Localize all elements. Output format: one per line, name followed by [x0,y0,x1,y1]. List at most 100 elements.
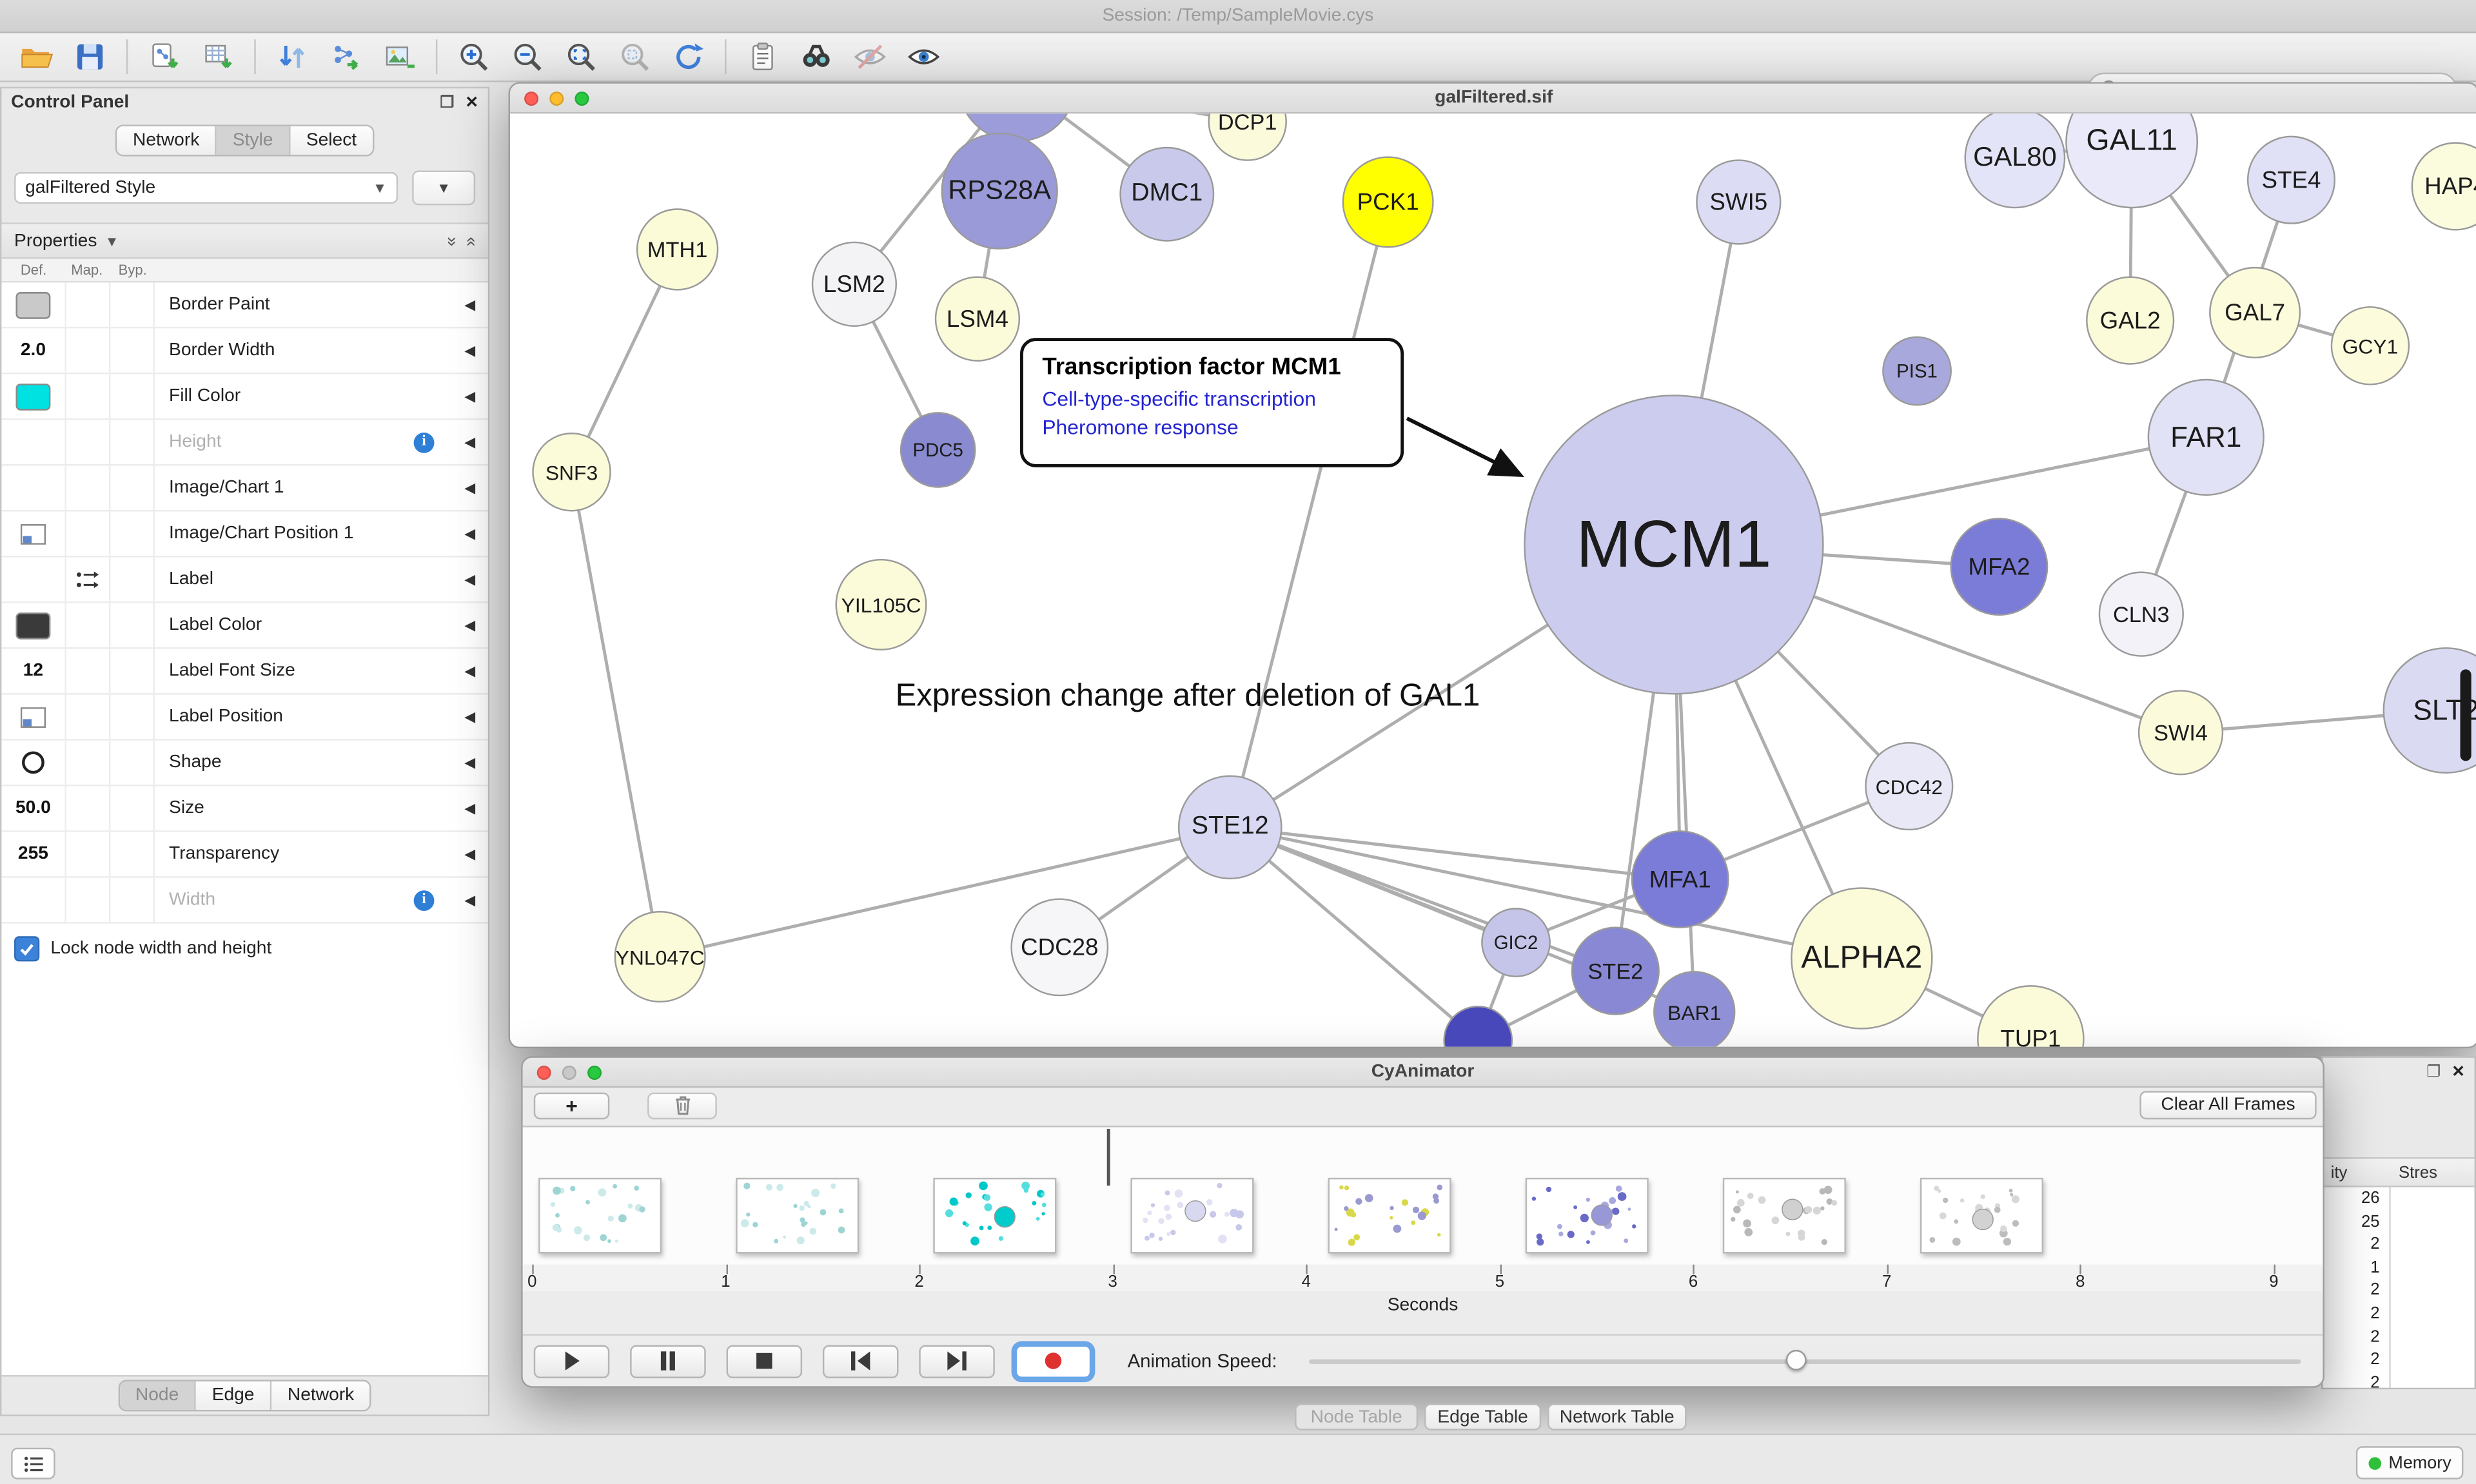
mapping-cell[interactable] [64,741,110,785]
network-canvas[interactable]: RPS28ADMC1DCP1PCK1SWI5GAL80GAL11STE4HAP4… [510,113,2476,1048]
bypass-cell[interactable] [109,511,155,556]
results-table-row[interactable]: 2 [2323,1349,2474,1372]
save-session-icon[interactable] [66,36,113,77]
properties-header[interactable]: Properties ▼ » » [1,222,487,259]
results-table-row[interactable]: 2 [2323,1325,2474,1349]
current-style-dropdown[interactable]: galFiltered Style ▼ [14,172,398,204]
default-value-cell[interactable]: 2.0 [1,328,66,373]
bypass-cell[interactable] [109,695,155,739]
network-node-ste12[interactable]: STE12 [1178,775,1282,879]
position-widget-icon[interactable] [1,511,66,556]
timeline-frame-thumbnail[interactable] [1130,1178,1253,1254]
tab-select[interactable]: Select [290,126,372,155]
bypass-cell[interactable] [109,649,155,694]
vertical-scrollbar-thumb[interactable] [2461,669,2471,761]
network-node-yil105c[interactable]: YIL105C [836,559,927,650]
bypass-cell[interactable] [109,374,155,418]
network-node-mfa1[interactable]: MFA1 [1631,830,1729,928]
results-table-header[interactable]: ity Stres [2323,1159,2474,1187]
network-node-gal2[interactable]: GAL2 [2086,277,2174,365]
expand-row-icon[interactable]: ◀ [464,282,475,327]
position-widget-icon[interactable] [1,695,66,739]
timeline-frame-thumbnail[interactable] [1920,1178,2043,1254]
hide-selected-icon[interactable] [847,36,894,77]
network-node-lsm2[interactable]: LSM2 [812,242,897,327]
import-network-icon[interactable] [141,36,188,77]
close-panel-icon[interactable]: ✕ [2451,1064,2465,1082]
default-value-cell[interactable] [1,557,66,601]
results-table-row[interactable]: 2 [2323,1372,2474,1395]
show-panel-button[interactable] [11,1448,55,1479]
timeline-frames-strip[interactable] [523,1126,2323,1267]
timeline-frame-thumbnail[interactable] [1328,1178,1451,1254]
memory-button[interactable]: Memory [2356,1446,2464,1479]
default-value-cell[interactable] [1,374,66,418]
property-row-height[interactable]: Heighti◀ [1,420,487,465]
expand-row-icon[interactable]: ◀ [464,328,475,373]
timeline-frame-thumbnail[interactable] [933,1178,1056,1254]
expand-row-icon[interactable]: ◀ [464,741,475,785]
style-options-button[interactable]: ▼ [412,170,475,205]
zoom-window-icon[interactable] [575,92,589,106]
results-table-row[interactable]: 2 [2323,1280,2474,1303]
first-neighbors-icon[interactable] [792,36,840,77]
float-panel-icon[interactable]: ❐ [2426,1064,2441,1082]
tab-style[interactable]: Style [217,126,290,155]
stop-button[interactable] [727,1344,803,1377]
record-button[interactable] [1016,1344,1092,1377]
network-node-dmc1[interactable]: DMC1 [1119,147,1214,242]
default-value-cell[interactable]: 255 [1,832,66,877]
bypass-cell[interactable] [109,786,155,831]
expand-row-icon[interactable]: ◀ [464,832,475,877]
slider-thumb[interactable] [1785,1350,1806,1371]
property-row-transparency[interactable]: 255Transparency◀ [1,832,487,878]
expand-row-icon[interactable]: ◀ [464,374,475,418]
network-node-far1[interactable]: FAR1 [2148,379,2265,496]
tab-network-table[interactable]: Network Table [1548,1403,1687,1430]
open-session-icon[interactable] [13,36,60,77]
tab-edge-table[interactable]: Edge Table [1424,1403,1541,1430]
minimize-window-icon[interactable] [562,1066,576,1080]
network-node-ste2[interactable]: STE2 [1571,927,1660,1015]
expand-row-icon[interactable]: ◀ [464,786,475,831]
color-swatch[interactable] [15,291,50,318]
network-node-mth1[interactable]: MTH1 [636,208,718,290]
network-node-snf3[interactable]: SNF3 [532,433,611,511]
info-icon[interactable]: i [414,432,435,453]
bypass-cell[interactable] [109,741,155,785]
ellipse-icon[interactable] [1,741,66,785]
close-window-icon[interactable] [537,1066,551,1080]
property-row-border-paint[interactable]: Border Paint◀ [1,282,487,328]
property-row-size[interactable]: 50.0Size◀ [1,786,487,832]
network-node-cln3[interactable]: CLN3 [2099,572,2184,657]
close-panel-icon[interactable]: ✕ [465,94,478,112]
animation-speed-slider[interactable] [1309,1344,2301,1377]
zoom-fit-icon[interactable] [557,36,604,77]
expand-row-icon[interactable]: ◀ [464,695,475,739]
mapping-cell[interactable] [64,832,110,877]
minimize-window-icon[interactable] [549,92,564,106]
property-row-image-chart-1[interactable]: Image/Chart 1◀ [1,465,487,511]
color-swatch[interactable] [15,383,50,410]
collapse-all-icon[interactable]: » [461,236,480,246]
expand-all-icon[interactable]: » [442,236,460,246]
results-table-row[interactable]: 1 [2323,1256,2474,1280]
bypass-cell[interactable] [109,557,155,601]
network-node-tup1[interactable]: TUP1 [1977,985,2085,1048]
network-node-cdc42[interactable]: CDC42 [1865,742,1953,830]
network-from-file-icon[interactable] [268,36,315,77]
expand-row-icon[interactable]: ◀ [464,465,475,510]
mapping-cell[interactable] [64,695,110,739]
expand-row-icon[interactable]: ◀ [464,420,475,464]
timeline-frame-thumbnail[interactable] [1723,1178,1846,1254]
expand-row-icon[interactable]: ◀ [464,649,475,694]
network-node-pis1[interactable]: PIS1 [1882,337,1952,406]
default-value-cell[interactable] [1,420,66,464]
bypass-cell[interactable] [109,832,155,877]
mapping-cell[interactable] [64,465,110,510]
results-table-row[interactable]: 26 [2323,1187,2474,1211]
network-node-gal80[interactable]: GAL80 [1965,113,2066,208]
annotation-link[interactable]: Pheromone response [1042,414,1382,443]
network-node-cdc28[interactable]: CDC28 [1010,898,1108,996]
info-icon[interactable]: i [414,890,435,910]
